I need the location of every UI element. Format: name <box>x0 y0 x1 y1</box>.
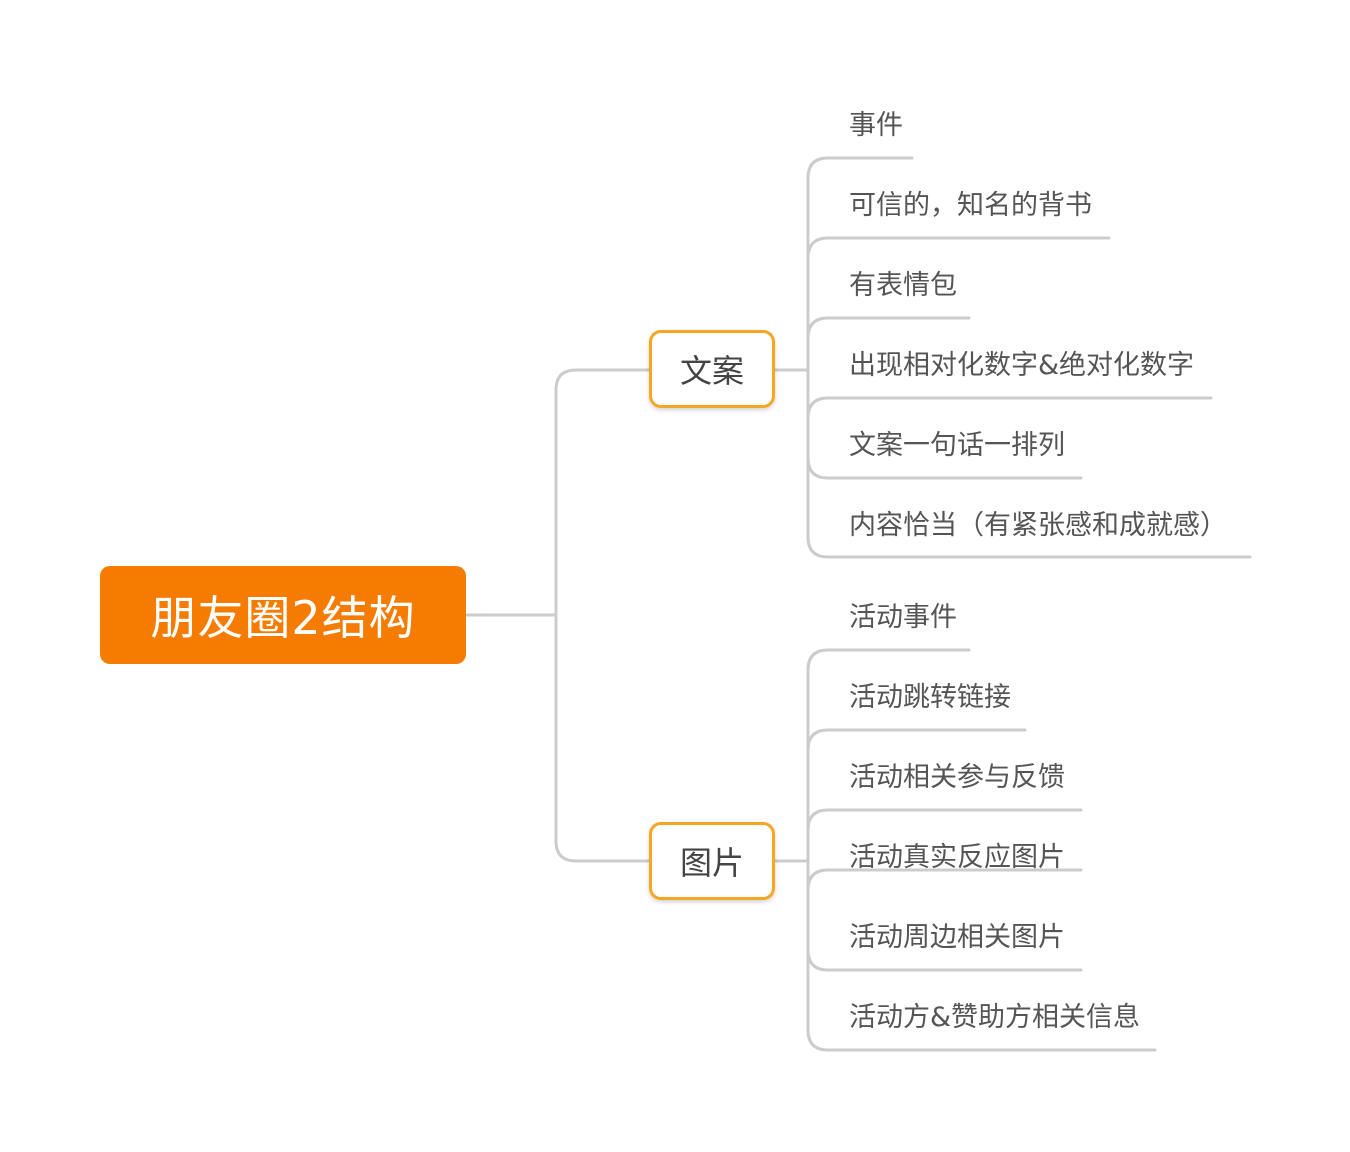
root-node[interactable]: 朋友圈2结构 <box>100 566 466 664</box>
leaf-node[interactable]: 内容恰当（有紧张感和成就感） <box>849 510 1227 541</box>
leaf-node[interactable]: 文案一句话一排列 <box>849 430 1065 461</box>
root-label: 朋友圈2结构 <box>150 591 416 645</box>
leaf-node[interactable]: 出现相对化数字&绝对化数字 <box>849 350 1195 381</box>
leaf-node[interactable]: 活动周边相关图片 <box>849 922 1065 953</box>
branch-label: 图片 <box>679 844 744 882</box>
leaf-node[interactable]: 事件 <box>849 110 903 141</box>
leaf-node[interactable]: 活动事件 <box>849 602 957 633</box>
branch-node-copywriting[interactable]: 文案 <box>649 330 775 408</box>
leaf-node[interactable]: 活动真实反应图片 <box>849 842 1065 873</box>
leaf-node[interactable]: 有表情包 <box>849 270 957 301</box>
branch-node-images[interactable]: 图片 <box>649 822 775 900</box>
leaf-node[interactable]: 活动跳转链接 <box>849 682 1011 713</box>
branch-label: 文案 <box>679 352 744 390</box>
leaf-node[interactable]: 活动方&赞助方相关信息 <box>849 1002 1141 1033</box>
leaf-node[interactable]: 可信的，知名的背书 <box>849 190 1092 221</box>
leaf-node[interactable]: 活动相关参与反馈 <box>849 762 1065 793</box>
